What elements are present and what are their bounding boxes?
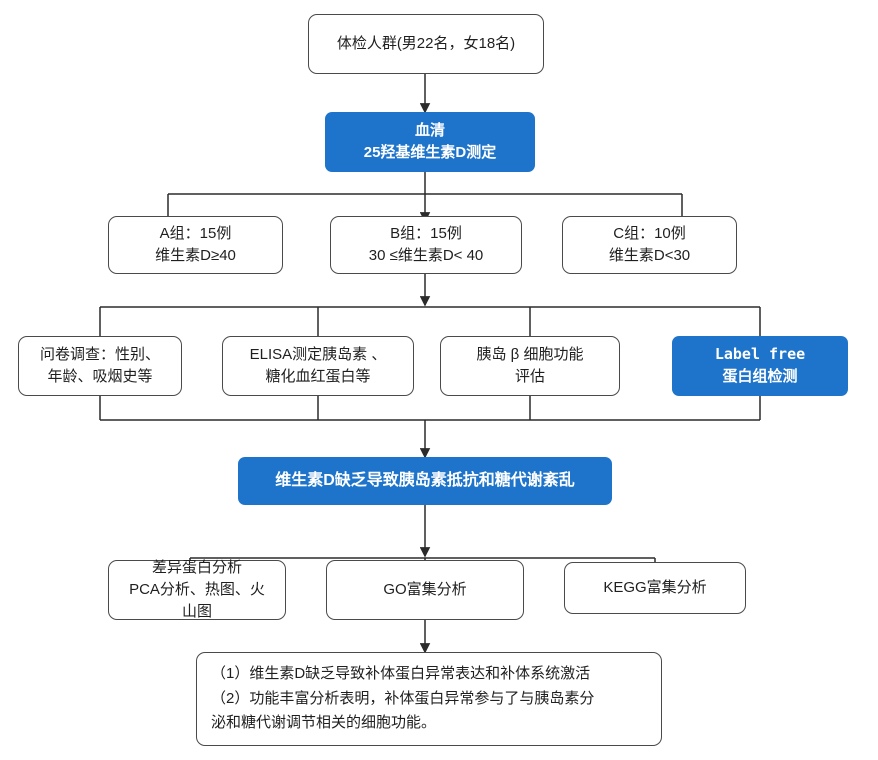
node-kegg-enrichment[interactable]: KEGG富集分析 [564, 562, 746, 614]
node-group-b[interactable]: B组：15例 30 ≤维生素D< 40 [330, 216, 522, 274]
node-cohort[interactable]: 体检人群(男22名，女18名) [308, 14, 544, 74]
node-group-a[interactable]: A组：15例 维生素D≥40 [108, 216, 283, 274]
node-elisa[interactable]: ELISA测定胰岛素 、 糖化血红蛋白等 [222, 336, 414, 396]
node-go-enrichment[interactable]: GO富集分析 [326, 560, 524, 620]
node-conclusion[interactable]: （1）维生素D缺乏导致补体蛋白异常表达和补体系统激活 （2）功能丰富分析表明，补… [196, 652, 662, 746]
node-differential-protein-analysis[interactable]: 差异蛋白分析 PCA分析、热图、火 山图 [108, 559, 286, 620]
node-group-c[interactable]: C组：10例 维生素D<30 [562, 216, 737, 274]
node-beta-cell-assessment[interactable]: 胰岛 β 细胞功能 评估 [440, 336, 620, 396]
node-label-free-proteomics[interactable]: Label free 蛋白组检测 [672, 336, 848, 396]
node-questionnaire[interactable]: 问卷调查：性别、 年龄、吸烟史等 [18, 336, 182, 396]
node-serum-assay[interactable]: 血清 25羟基维生素D测定 [325, 112, 535, 172]
node-finding-banner[interactable]: 维生素D缺乏导致胰岛素抵抗和糖代谢紊乱 [238, 457, 612, 505]
